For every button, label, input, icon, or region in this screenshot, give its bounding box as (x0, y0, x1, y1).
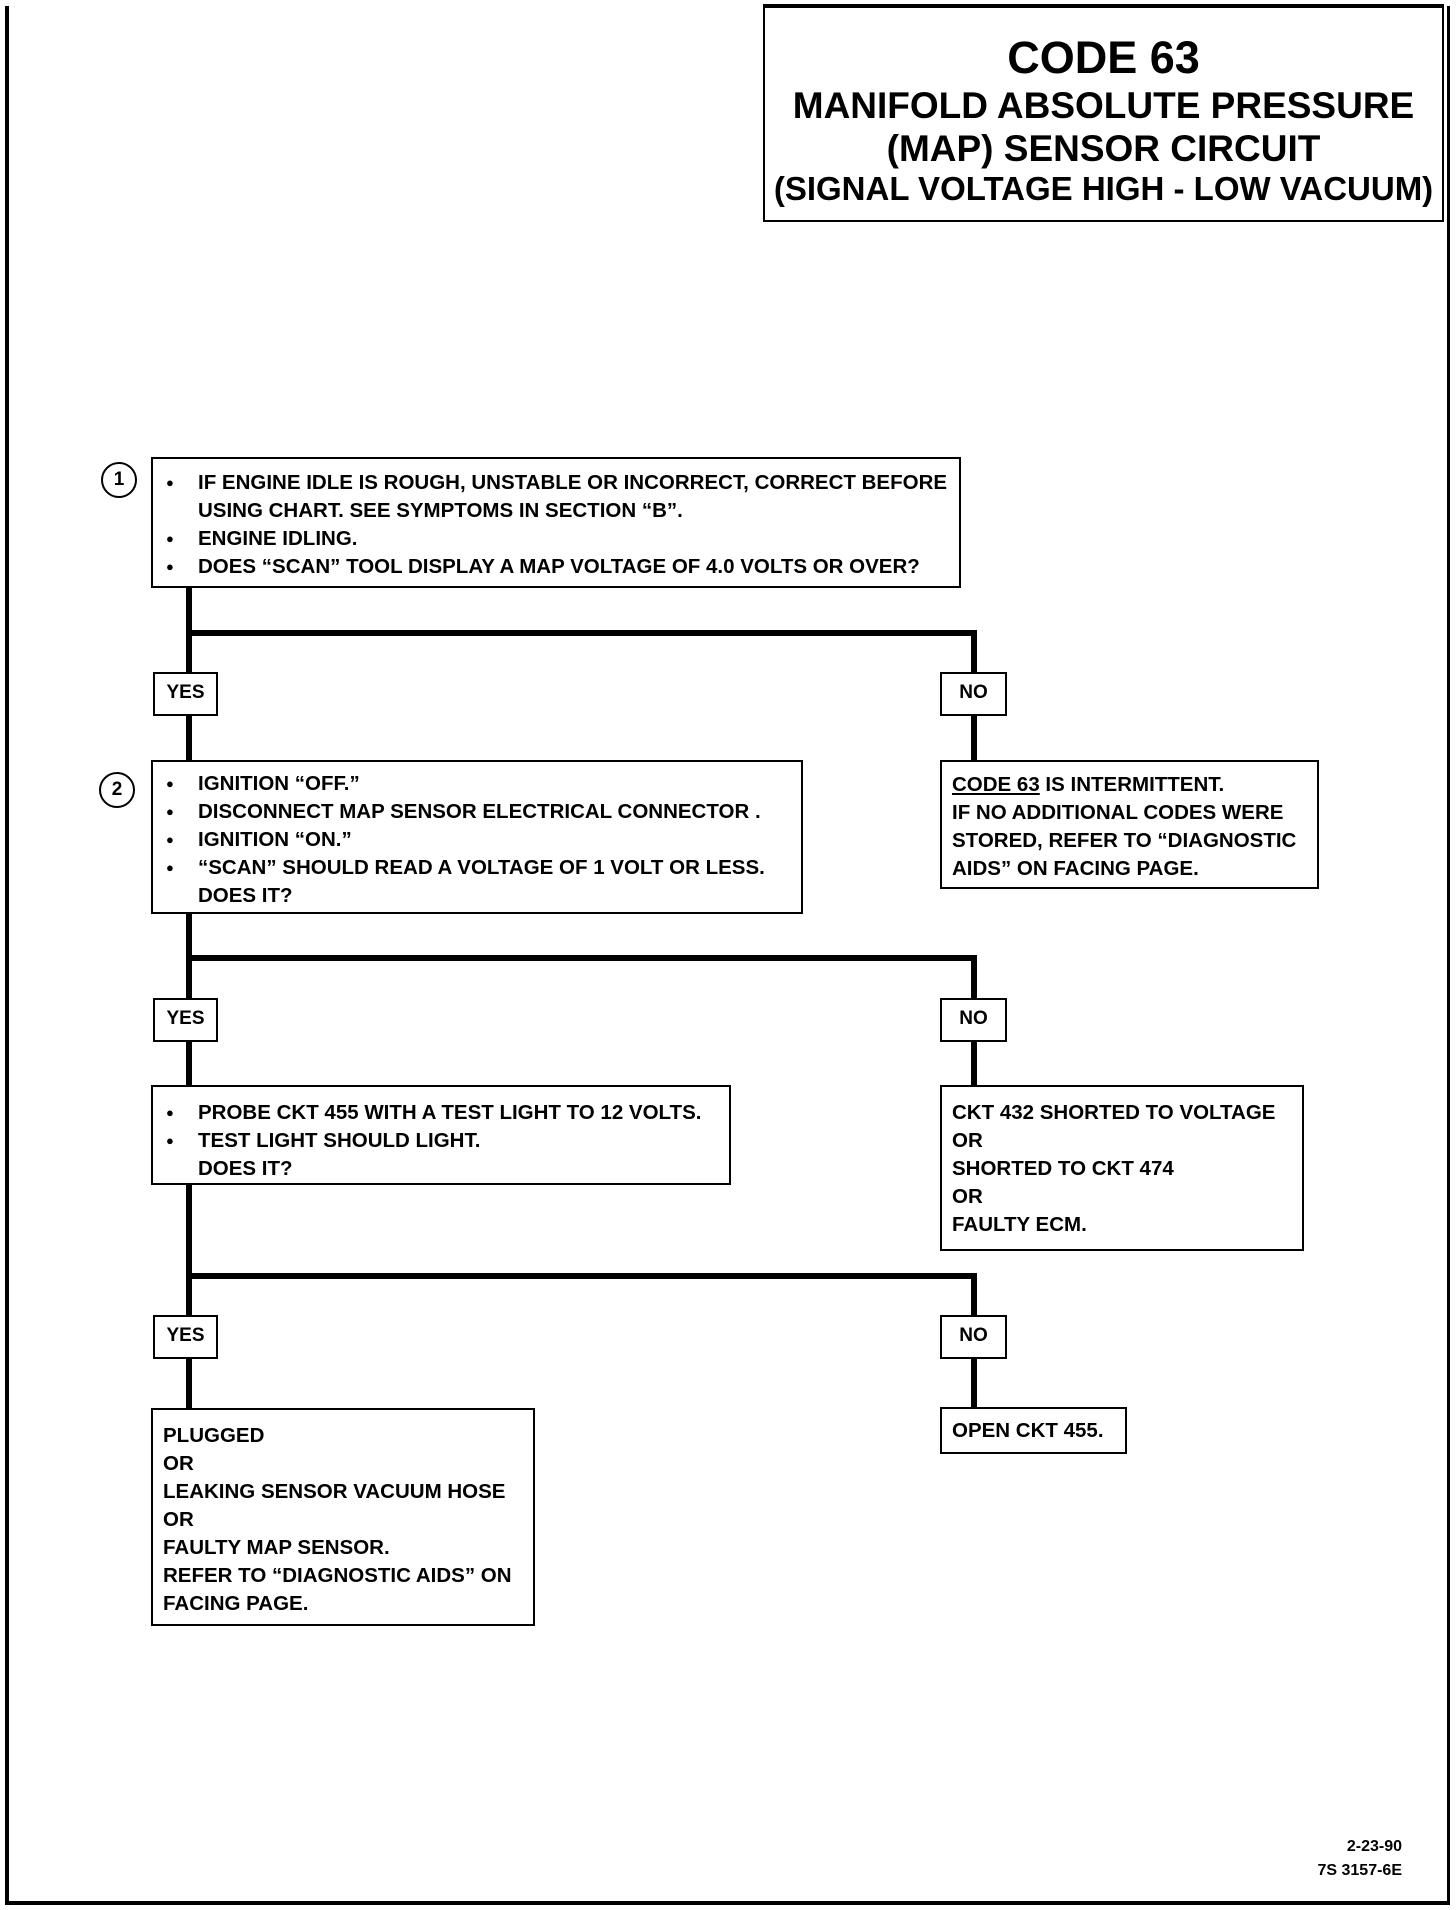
flow-line (971, 1042, 977, 1085)
step-1-bullet: IF ENGINE IDLE IS ROUGH, UNSTABLE OR INC… (153, 469, 959, 525)
flow-line (186, 630, 977, 636)
step-1-box: IF ENGINE IDLE IS ROUGH, UNSTABLE OR INC… (151, 457, 961, 588)
plugged-box: PLUGGED OR LEAKING SENSOR VACUUM HOSE OR… (151, 1408, 535, 1626)
step-2-bullet: DISCONNECT MAP SENSOR ELECTRICAL CONNECT… (153, 798, 801, 826)
flow-line (971, 1359, 977, 1407)
step-2-marker: 2 (99, 772, 135, 808)
flow-line (186, 955, 977, 961)
ckt432-box: CKT 432 SHORTED TO VOLTAGE OR SHORTED TO… (940, 1085, 1304, 1251)
yes-label: YES (153, 998, 218, 1042)
step-3-bullet: PROBE CKT 455 WITH A TEST LIGHT TO 12 VO… (153, 1099, 729, 1127)
title-line-2: (MAP) SENSOR CIRCUIT (886, 128, 1321, 169)
flow-line (971, 630, 977, 672)
code-ref: CODE 63 (952, 773, 1040, 796)
flow-line (186, 1359, 192, 1408)
flow-line (971, 716, 977, 760)
open-ckt455-box: OPEN CKT 455. (940, 1407, 1127, 1454)
step-1-bullet: ENGINE IDLING. (153, 525, 959, 553)
intermittent-box: CODE 63 IS INTERMITTENT. IF NO ADDITIONA… (940, 760, 1319, 889)
step-2-bullet: “SCAN” SHOULD READ A VOLTAGE OF 1 VOLT O… (153, 854, 801, 910)
yes-label: YES (153, 1315, 218, 1359)
step-2-bullet: IGNITION “OFF.” (153, 770, 801, 798)
title-line-1: MANIFOLD ABSOLUTE PRESSURE (792, 85, 1415, 126)
no-label: NO (940, 672, 1007, 716)
step-2-bullet: IGNITION “ON.” (153, 826, 801, 854)
title-line-3: (SIGNAL VOLTAGE HIGH - LOW VACUUM) (773, 170, 1434, 207)
flow-line (186, 1185, 192, 1315)
footer-date: 2-23-90 (1346, 1838, 1402, 1855)
flow-line (971, 955, 977, 998)
footer-ref: 7S 3157-6E (1317, 1862, 1402, 1879)
title-block: CODE 63 MANIFOLD ABSOLUTE PRESSURE (MAP)… (763, 4, 1444, 222)
no-label: NO (940, 1315, 1007, 1359)
step-3-bullet: TEST LIGHT SHOULD LIGHT.DOES IT? (153, 1127, 729, 1183)
step-2-box: IGNITION “OFF.” DISCONNECT MAP SENSOR EL… (151, 760, 803, 914)
step-1-marker: 1 (101, 462, 137, 498)
flow-line (186, 716, 192, 760)
page-frame (5, 6, 1450, 1905)
no-label: NO (940, 998, 1007, 1042)
flow-line (186, 1273, 977, 1279)
flow-line (186, 1042, 192, 1085)
step-3-box: PROBE CKT 455 WITH A TEST LIGHT TO 12 VO… (151, 1085, 731, 1185)
step-1-bullet: DOES “SCAN” TOOL DISPLAY A MAP VOLTAGE O… (153, 553, 959, 581)
flow-line (971, 1273, 977, 1315)
code-title: CODE 63 (1007, 32, 1200, 83)
yes-label: YES (153, 672, 218, 716)
